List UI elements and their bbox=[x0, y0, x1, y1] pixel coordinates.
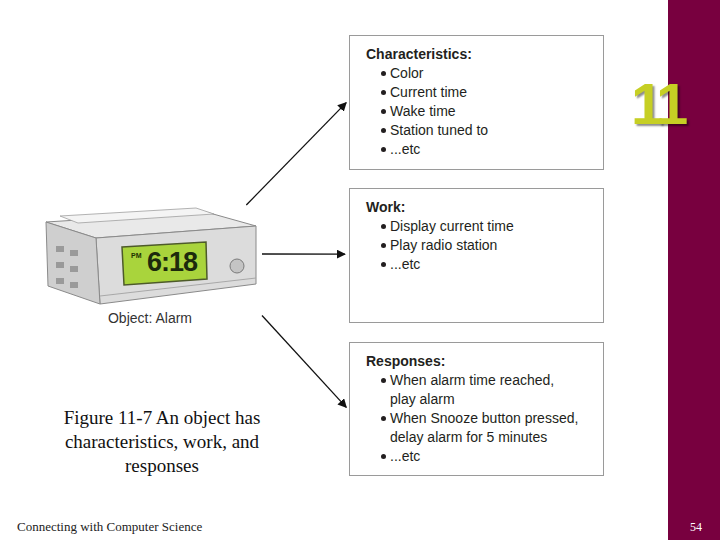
bullet-dot bbox=[381, 109, 386, 114]
bullet-text: ...etc bbox=[390, 140, 582, 159]
bullet-item: When alarm time reached, play alarm bbox=[366, 371, 595, 409]
bullet-dot bbox=[381, 378, 386, 383]
clock-button bbox=[70, 282, 78, 288]
arrow-connector bbox=[246, 103, 346, 205]
bullet-text: When Snooze button pressed, delay alarm … bbox=[390, 409, 582, 447]
clock-front bbox=[96, 226, 256, 304]
arrow-connector bbox=[262, 253, 345, 254]
chapter-number: 11 bbox=[631, 70, 684, 137]
display-time: 6:18 bbox=[147, 247, 197, 278]
bullet-text: Color bbox=[390, 64, 582, 83]
bullet-dot bbox=[381, 71, 386, 76]
bullet-text: When alarm time reached, play alarm bbox=[390, 371, 582, 409]
bullet-dot bbox=[381, 224, 386, 229]
page-number: 54 bbox=[690, 520, 702, 535]
bullet-dot bbox=[381, 243, 386, 248]
bullet-dot bbox=[381, 90, 386, 95]
snooze-bar bbox=[60, 208, 214, 223]
box-heading: Work: bbox=[366, 199, 405, 215]
clock-button bbox=[70, 266, 78, 272]
alarm-clock bbox=[46, 208, 256, 304]
bullet-item: ...etc bbox=[366, 255, 595, 274]
bullet-item: Display current time bbox=[366, 217, 595, 236]
bullet-text: Wake time bbox=[390, 102, 582, 121]
clock-button bbox=[56, 246, 64, 252]
bullet-text: Current time bbox=[390, 83, 582, 102]
clock-button bbox=[56, 262, 64, 268]
bullet-text: Play radio station bbox=[390, 236, 582, 255]
bullet-item: When Snooze button pressed, delay alarm … bbox=[366, 409, 595, 447]
bullet-dot bbox=[381, 128, 386, 133]
footer-text: Connecting with Computer Science bbox=[17, 519, 202, 535]
bullet-item: Play radio station bbox=[366, 236, 595, 255]
clock-button bbox=[70, 250, 78, 256]
figure-caption: Figure 11-7 An object has characteristic… bbox=[28, 406, 296, 478]
bullet-item: Color bbox=[366, 64, 595, 83]
clock-button bbox=[56, 278, 64, 284]
attribute-box: Responses: When alarm time reached, play … bbox=[349, 342, 604, 476]
object-label: Object: Alarm bbox=[38, 310, 262, 326]
bullet-text: ...etc bbox=[390, 255, 582, 274]
lcd-display bbox=[122, 242, 207, 285]
box-heading-row: Responses: bbox=[366, 352, 595, 371]
bullet-text: ...etc bbox=[390, 447, 582, 466]
bullet-dot bbox=[381, 147, 386, 152]
arrow-connector bbox=[262, 316, 346, 408]
bullet-item: ...etc bbox=[366, 447, 595, 466]
clock-side bbox=[46, 222, 100, 304]
bullet-dot bbox=[381, 454, 386, 459]
connector-group bbox=[246, 103, 346, 408]
clock-edge bbox=[100, 278, 256, 296]
display-ampm: PM bbox=[131, 252, 142, 259]
box-heading: Characteristics: bbox=[366, 46, 472, 62]
box-heading: Responses: bbox=[366, 353, 445, 369]
box-heading-row: Work: bbox=[366, 198, 595, 217]
bullet-item: Current time bbox=[366, 83, 595, 102]
bullet-item: Station tuned to bbox=[366, 121, 595, 140]
bullet-dot bbox=[381, 416, 386, 421]
box-heading-row: Characteristics: bbox=[366, 45, 595, 64]
bullet-dot bbox=[381, 262, 386, 267]
bullet-item: Wake time bbox=[366, 102, 595, 121]
tuning-knob bbox=[230, 259, 244, 273]
attribute-box: Work: Display current timePlay radio stat… bbox=[349, 188, 604, 323]
bullet-text: Display current time bbox=[390, 217, 582, 236]
attribute-box: Characteristics: ColorCurrent timeWake ti… bbox=[349, 35, 604, 170]
bullet-text: Station tuned to bbox=[390, 121, 582, 140]
bullet-item: ...etc bbox=[366, 140, 595, 159]
